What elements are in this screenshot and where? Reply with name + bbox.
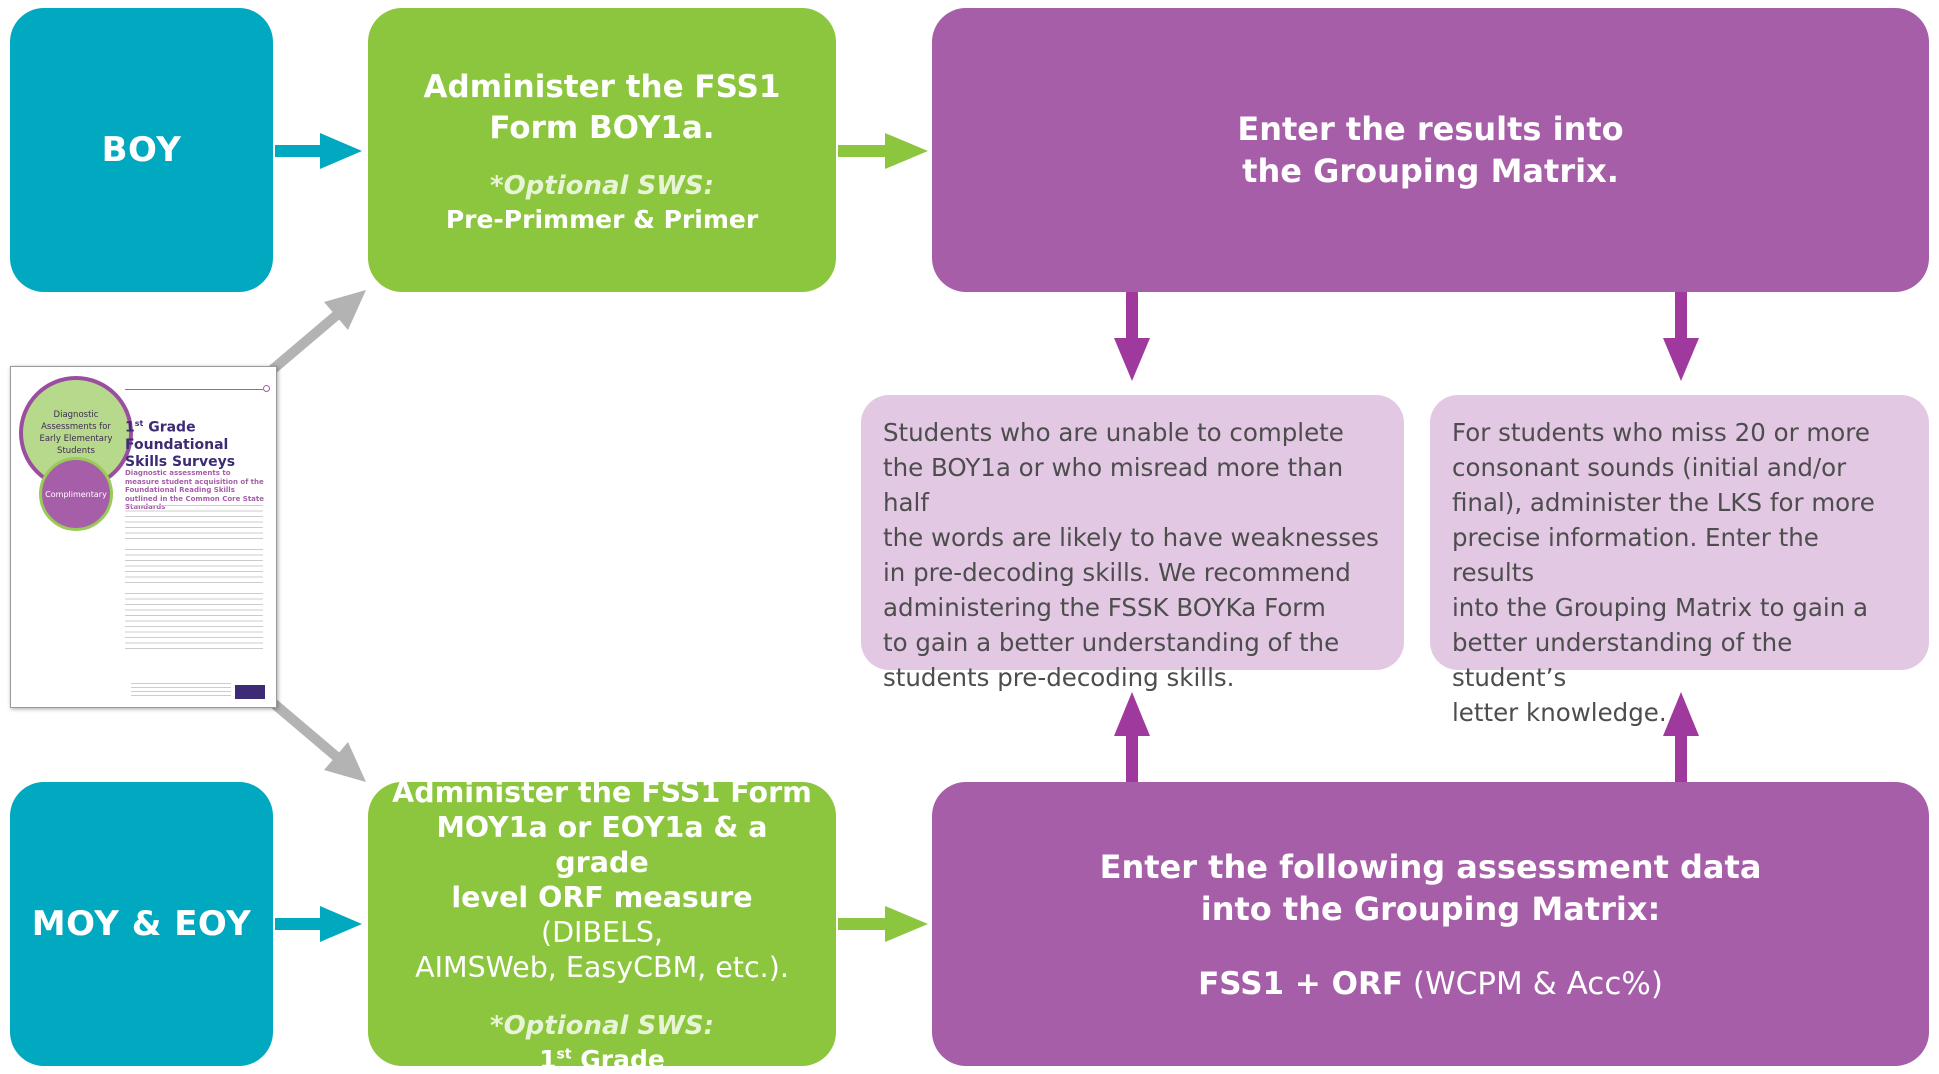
letter-knowledge-note: For students who miss 20 or more consona… [1430, 395, 1929, 727]
optional-sws-label: *Optional SWS: [489, 170, 715, 201]
arrow-boy-to-green [275, 133, 362, 169]
optional-sws-label: *Optional SWS: [489, 1010, 715, 1041]
enter-results-heading: Enter the results into the Grouping Matr… [1237, 110, 1624, 190]
enter-assessment-data-heading: Enter the following assessment data into… [1099, 848, 1762, 928]
arrow-green-top-to-purple [838, 133, 928, 169]
arrow-purple-bottom-up-left [1114, 692, 1150, 782]
thumbnail-footer [131, 683, 231, 697]
administer-boy-box: Administer the FSS1 Form BOY1a. *Optiona… [368, 8, 836, 292]
letter-knowledge-note-text: For students who miss 20 or more consona… [1452, 418, 1875, 727]
administer-moy-eoy-heading: Administer the FSS1 Form MOY1a or EOY1a … [392, 775, 812, 984]
boy-label: BOY [101, 130, 182, 170]
document-thumbnail: Diagnostic Assessments for Early Element… [10, 366, 277, 708]
thumbnail-dot [263, 385, 270, 392]
administer-boy-heading: Administer the FSS1 Form BOY1a. [423, 68, 781, 146]
thumbnail-rule [125, 389, 263, 390]
arrow-thumbnail-to-green-bottom [268, 698, 366, 782]
thumbnail-logo [235, 685, 265, 699]
enter-assessment-data-box: Enter the following assessment data into… [932, 782, 1929, 1066]
thumbnail-complimentary-badge: Complimentary [39, 457, 113, 531]
arrow-purple-top-down-left [1114, 292, 1150, 381]
arrow-moy-to-green [275, 906, 362, 942]
arrow-purple-top-down-right [1663, 292, 1699, 381]
thumbnail-body-text [125, 505, 263, 653]
enter-results-box: Enter the results into the Grouping Matr… [932, 8, 1929, 292]
optional-sws-grade: 1st Grade [539, 1044, 665, 1074]
pre-decoding-note-text: Students who are unable to complete the … [883, 418, 1379, 692]
assessment-data-formula: FSS1 + ORF (WCPM & Acc%) [1198, 966, 1663, 1002]
arrow-green-bottom-to-purple [838, 906, 928, 942]
boy-phase-box: BOY [10, 8, 273, 292]
thumbnail-title: 1st Grade Foundational Skills Surveys [125, 419, 236, 470]
arrow-thumbnail-to-green-top [268, 290, 366, 374]
pre-decoding-note: Students who are unable to complete the … [861, 395, 1404, 692]
moy-eoy-phase-box: MOY & EOY [10, 782, 273, 1066]
arrow-purple-bottom-up-right [1663, 692, 1699, 782]
moy-eoy-label: MOY & EOY [31, 904, 252, 944]
administer-moy-eoy-box: Administer the FSS1 Form MOY1a or EOY1a … [368, 776, 836, 1074]
optional-sws-levels: Pre-Primmer & Primer [445, 204, 759, 234]
